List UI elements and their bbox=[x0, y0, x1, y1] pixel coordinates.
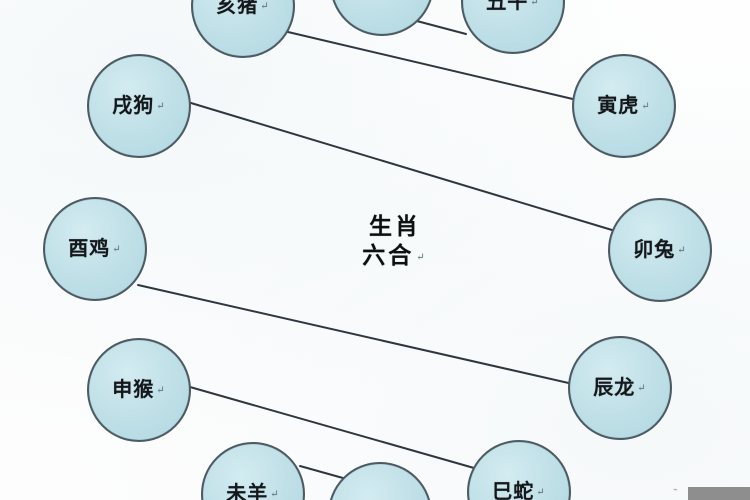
zodiac-node-label-shen-monkey: 申猴↵ bbox=[112, 380, 165, 400]
zodiac-node-label-yin-tiger: 寅虎↵ bbox=[597, 96, 650, 116]
zodiac-node-label-hai-pig: 亥猪↵ bbox=[216, 0, 269, 16]
zodiac-node-return-mark: ↵ bbox=[112, 244, 122, 256]
zodiac-node-label-text: 亥猪 bbox=[216, 0, 259, 17]
zodiac-node-label-chen-dragon: 辰龙↵ bbox=[593, 378, 646, 398]
center-title-line-2: 六合↵ bbox=[330, 241, 460, 270]
zodiac-node-return-mark: ↵ bbox=[156, 385, 166, 397]
zodiac-node-return-mark: ↵ bbox=[260, 1, 270, 13]
zodiac-node-label-text: 卯兔 bbox=[633, 239, 676, 261]
edge-rat-ox bbox=[412, 19, 467, 35]
zodiac-node-label-si-snake: 巳蛇↵ bbox=[492, 482, 545, 500]
zodiac-node-return-mark: ↵ bbox=[677, 245, 687, 257]
edge-dog-rabbit bbox=[190, 102, 613, 231]
zodiac-node-label-text: 巳蛇 bbox=[492, 481, 535, 500]
zodiac-node-label-text: 酉鸡 bbox=[68, 238, 111, 260]
zodiac-node-return-mark: ↵ bbox=[641, 101, 651, 113]
zodiac-node-chen-dragon: 辰龙↵ bbox=[568, 336, 672, 440]
zodiac-node-shen-monkey: 申猴↵ bbox=[87, 338, 191, 442]
zodiac-node-return-mark: ↵ bbox=[536, 487, 546, 499]
center-title-line-1: 生肖 bbox=[369, 214, 421, 239]
zodiac-node-label-text: 寅虎 bbox=[597, 95, 640, 117]
center-title: 生肖 六合↵ bbox=[330, 212, 460, 271]
zodiac-node-label-text: 未羊 bbox=[226, 483, 269, 500]
edge-pig-tiger bbox=[287, 31, 578, 101]
zodiac-node-return-mark: ↵ bbox=[156, 101, 166, 113]
center-title-line-2-text: 六合 bbox=[362, 243, 415, 269]
zodiac-node-label-text: 戌狗 bbox=[112, 95, 155, 117]
zodiac-node-you-rooster: 酉鸡↵ bbox=[43, 197, 147, 301]
zodiac-node-label-you-rooster: 酉鸡↵ bbox=[68, 239, 121, 259]
zodiac-node-xu-dog: 戌狗↵ bbox=[87, 54, 191, 158]
zodiac-node-return-mark: ↵ bbox=[637, 383, 647, 395]
watermark-glyph: ⌁ bbox=[673, 485, 678, 494]
zodiac-node-return-mark: ↵ bbox=[530, 0, 540, 9]
zodiac-node-return-mark: ↵ bbox=[270, 489, 280, 500]
zodiac-node-label-text: 辰龙 bbox=[593, 377, 636, 399]
edge-rooster-dragon bbox=[137, 284, 574, 385]
zodiac-node-label-text: 申猴 bbox=[112, 379, 155, 401]
edge-monkey-snake bbox=[189, 386, 475, 469]
zodiac-node-label-wei-goat: 未羊↵ bbox=[226, 484, 279, 500]
zodiac-node-yin-tiger: 寅虎↵ bbox=[572, 54, 676, 158]
watermark-bar bbox=[688, 487, 750, 500]
zodiac-node-label-mao-rabbit: 卯兔↵ bbox=[633, 240, 686, 260]
zodiac-node-label-text: 丑牛 bbox=[486, 0, 529, 13]
center-title-return-mark: ↵ bbox=[416, 251, 428, 263]
zodiac-node-label-chou-ox: 丑牛↵ bbox=[486, 0, 539, 12]
zodiac-node-mao-rabbit: 卯兔↵ bbox=[608, 198, 712, 302]
zodiac-node-label-xu-dog: 戌狗↵ bbox=[112, 96, 165, 116]
